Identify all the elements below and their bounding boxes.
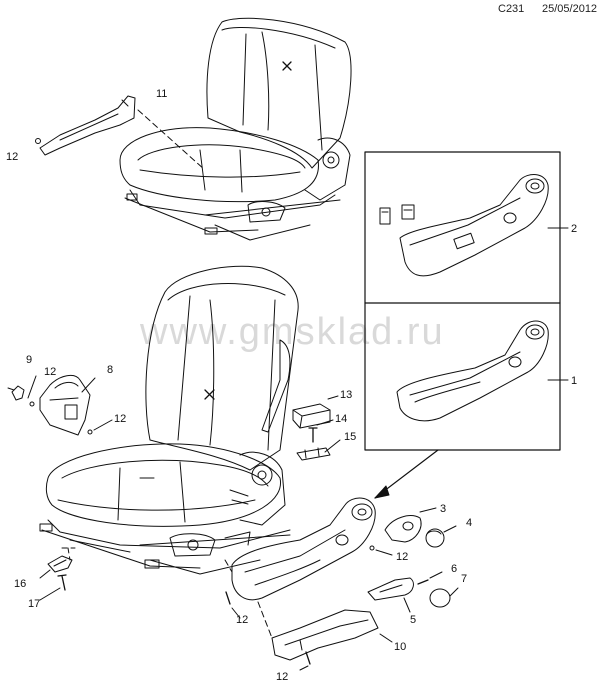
leader-dashed-lower-a xyxy=(258,602,272,638)
part-17-screw xyxy=(58,575,66,590)
leader-5 xyxy=(404,598,410,612)
callout-6: 6 xyxy=(451,563,457,575)
callout-14: 14 xyxy=(335,413,347,425)
callout-12-right: 12 xyxy=(396,551,408,563)
callout-12-bottom-a: 12 xyxy=(236,614,248,626)
part-4-cap xyxy=(426,529,444,547)
callout-7: 7 xyxy=(461,573,467,585)
callout-13: 13 xyxy=(340,389,352,401)
callout-5: 5 xyxy=(410,614,416,626)
part-10-lower-trim xyxy=(272,610,378,660)
part-13-cover xyxy=(293,404,330,428)
leader-11-upper xyxy=(138,110,205,170)
part-12-screw-e xyxy=(306,652,310,664)
diagram-date: 25/05/2012 xyxy=(542,3,598,15)
callout-12-mid: 12 xyxy=(114,413,126,425)
part-12-screw-b xyxy=(88,430,92,434)
callout-9: 9 xyxy=(26,354,32,366)
part-12-screw-a xyxy=(30,402,34,406)
part-8-side-bracket xyxy=(40,375,90,435)
callout-10: 10 xyxy=(394,641,406,653)
part-12-screw-d xyxy=(226,592,230,604)
detail-box xyxy=(365,152,560,450)
callout-12-bottom-b: 12 xyxy=(276,671,288,683)
watermark: www.gmsklad.ru xyxy=(139,311,445,353)
callout-15: 15 xyxy=(344,431,356,443)
callout-12-top: 12 xyxy=(6,151,18,163)
diagram-code: C231 xyxy=(498,3,525,15)
part-5-handle xyxy=(368,578,413,600)
callout-3: 3 xyxy=(440,503,446,515)
part-15-clip xyxy=(297,448,330,460)
leader-4 xyxy=(444,526,456,532)
part-16-clip xyxy=(48,556,72,572)
part-6-screw xyxy=(418,580,428,584)
part-11-trim-bracket xyxy=(36,96,136,155)
callout-2: 2 xyxy=(571,223,577,235)
leader-dashed-lower-b xyxy=(225,560,232,572)
lower-seat-assembly xyxy=(40,266,298,574)
callout-11: 11 xyxy=(156,88,167,100)
leader-7 xyxy=(450,588,458,596)
part-side-panel-lower xyxy=(232,498,375,600)
callout-4: 4 xyxy=(466,517,472,529)
callout-12-left: 12 xyxy=(44,366,56,378)
callout-1: 1 xyxy=(571,375,577,387)
part-1-trim-panel xyxy=(397,321,548,421)
part-9-clip xyxy=(12,386,24,400)
part-7-cap xyxy=(430,589,450,607)
leader-6 xyxy=(430,572,442,578)
callout-17: 17 xyxy=(28,598,40,610)
callout-8: 8 xyxy=(107,364,113,376)
upper-seat-assembly xyxy=(120,18,351,240)
leader-3 xyxy=(420,508,436,512)
part-3-lever-knob xyxy=(385,516,421,542)
part-2-trim-panel-with-switch xyxy=(380,175,548,276)
part-12-screw-c xyxy=(370,546,374,550)
leader-16-dashed xyxy=(62,548,75,560)
part-14-screw xyxy=(309,428,317,442)
callout-16: 16 xyxy=(14,578,26,590)
